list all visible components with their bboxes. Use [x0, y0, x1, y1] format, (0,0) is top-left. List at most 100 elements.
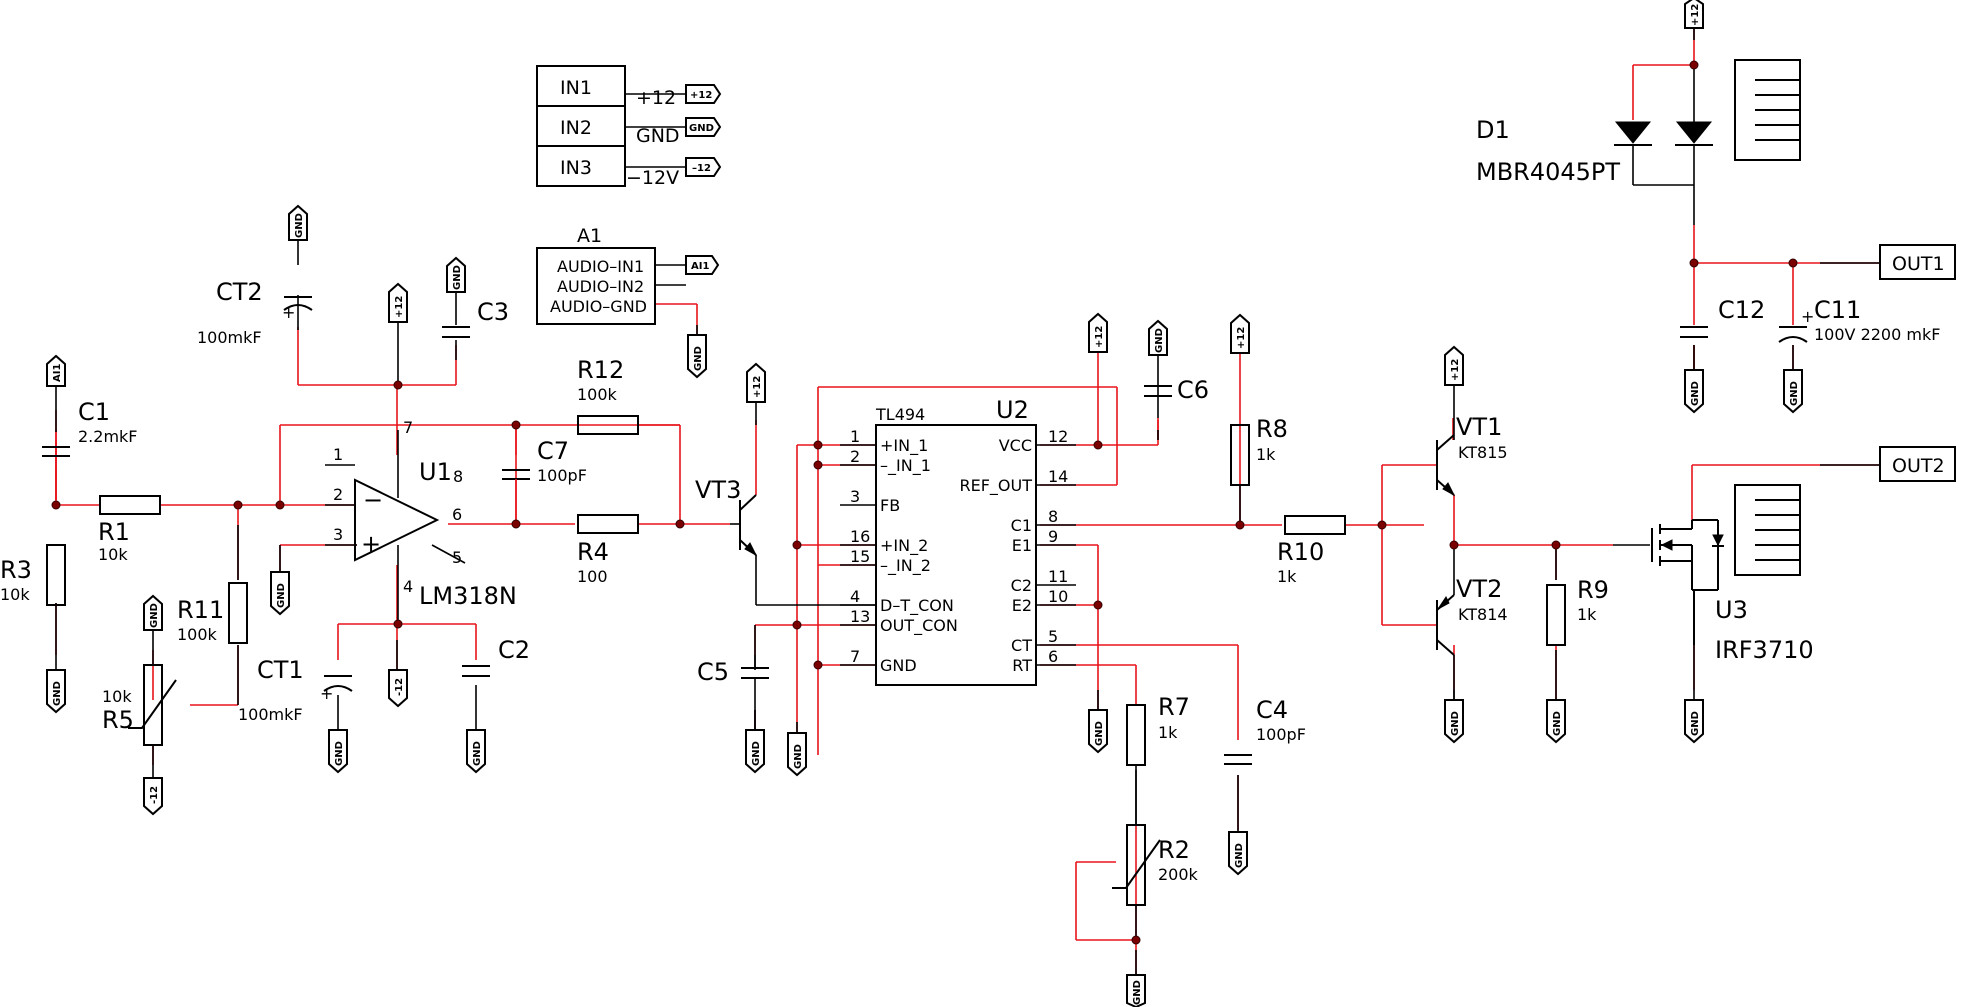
svg-text:8: 8 — [453, 467, 463, 486]
u2-pin-number: 15 — [850, 547, 870, 566]
svg-text:+: + — [361, 530, 381, 558]
flag-ai1: AI1 — [685, 255, 720, 275]
svg-text:100pF: 100pF — [1256, 725, 1306, 744]
svg-text:R12: R12 — [577, 356, 624, 384]
svg-text:C7: C7 — [537, 437, 569, 465]
out2-port: OUT2 — [1879, 446, 1956, 482]
junction-dot — [511, 519, 521, 529]
svg-text:+12: +12 — [1690, 4, 1701, 26]
flag-gnd: GND — [1228, 831, 1248, 876]
flag-vneg: -12 — [143, 777, 163, 816]
flag-gnd: GND — [1126, 974, 1146, 1007]
svg-text:+: + — [320, 684, 333, 703]
svg-text:100V 2200 mkF: 100V 2200 mkF — [1814, 325, 1940, 344]
junction-dot — [393, 380, 403, 390]
svg-text:+12: +12 — [394, 296, 405, 318]
power-flags: GND AI1 GND GND +12 -12 GND GND GND GND … — [46, 0, 1803, 1007]
svg-text:MBR4045PT: MBR4045PT — [1476, 158, 1620, 186]
audio-in2-label: AUDIO–IN2 — [557, 277, 644, 296]
svg-text:10k: 10k — [0, 585, 30, 604]
flag-vpos: +12 — [388, 282, 408, 323]
svg-text:R9: R9 — [1577, 576, 1609, 604]
flag-gnd: GND — [1088, 709, 1108, 754]
flag-gnd: GND — [685, 117, 722, 137]
r11-resistor: R11 100k — [177, 582, 248, 644]
u2-pin-name: E2 — [1012, 596, 1032, 615]
svg-text:1k: 1k — [1158, 723, 1178, 742]
u2-pin-name: –_IN_1 — [880, 456, 931, 476]
junction-dot — [1131, 935, 1141, 945]
c4-capacitor: C4 100pF — [1224, 696, 1306, 765]
u2-pin-number: 6 — [1048, 647, 1058, 666]
svg-text:R1: R1 — [98, 518, 130, 546]
flag-gnd: GND — [1444, 699, 1464, 744]
svg-text:+12: +12 — [1094, 326, 1105, 348]
junction-dot — [1093, 440, 1103, 450]
svg-text:OUT2: OUT2 — [1892, 455, 1945, 477]
svg-text:VT1: VT1 — [1456, 413, 1502, 441]
junction-dot — [813, 440, 823, 450]
svg-text:GND: GND — [1132, 980, 1143, 1005]
r1-resistor: R1 10k — [98, 495, 161, 564]
svg-text:AI1: AI1 — [691, 261, 709, 272]
svg-text:GND: GND — [1789, 381, 1800, 406]
vt3-transistor: VT3 — [695, 476, 876, 606]
in1-label: IN1 — [560, 77, 592, 99]
u2-pin-name: CT — [1011, 636, 1032, 655]
flag-gnd: GND — [687, 334, 707, 379]
svg-text:LM318N: LM318N — [419, 582, 517, 610]
net-gnd-label: GND — [636, 125, 680, 147]
svg-text:C6: C6 — [1177, 376, 1209, 404]
junction-dot — [275, 500, 285, 510]
r12-resistor: R12 100k — [577, 356, 639, 435]
flag-gnd: GND — [1148, 319, 1168, 356]
flag-vneg: -12 — [388, 669, 408, 708]
svg-text:5: 5 — [452, 548, 462, 567]
svg-text:C11: C11 — [1814, 296, 1861, 324]
flag-vpos: +12 — [1684, 0, 1704, 29]
junction-dot — [393, 619, 403, 629]
svg-text:100k: 100k — [577, 385, 618, 404]
junction-dot — [792, 540, 802, 550]
u2-pin-name: C2 — [1011, 576, 1032, 595]
svg-text:1: 1 — [333, 445, 343, 464]
junction-dot — [813, 660, 823, 670]
u2-pin-name: +IN_1 — [880, 436, 928, 456]
u2-pin-name: REF_OUT — [959, 476, 1032, 496]
u2-pin-number: 10 — [1048, 587, 1068, 606]
junction-dot — [1689, 258, 1699, 268]
svg-text:200k: 200k — [1158, 865, 1199, 884]
svg-text:R4: R4 — [577, 538, 609, 566]
flag-gnd: GND — [787, 732, 807, 777]
svg-text:GND: GND — [1552, 711, 1563, 736]
svg-text:2.2mkF: 2.2mkF — [78, 427, 138, 446]
svg-text:R2: R2 — [1158, 836, 1190, 864]
out1-port: OUT1 — [1879, 244, 1956, 280]
svg-text:R10: R10 — [1277, 538, 1324, 566]
flag-ai1: AI1 — [46, 354, 66, 387]
svg-text:GND: GND — [452, 265, 463, 290]
junction-dot — [51, 500, 61, 510]
flag-gnd: GND — [270, 571, 290, 616]
u2-pin-name: D–T_CON — [880, 596, 954, 616]
svg-text:+12: +12 — [1450, 359, 1461, 381]
junction-dot — [1377, 520, 1387, 530]
u2-pin-number: 8 — [1048, 507, 1058, 526]
junction-dot — [233, 500, 243, 510]
u2-pin-number: 14 — [1048, 467, 1068, 486]
junction-dot — [792, 620, 802, 630]
net-pos-label: +12 — [636, 87, 676, 109]
svg-text:C5: C5 — [697, 658, 729, 686]
svg-text:+: + — [282, 303, 295, 322]
junction-dot — [675, 519, 685, 529]
c5-capacitor: C5 — [697, 625, 769, 730]
svg-text:7: 7 — [403, 418, 413, 437]
r3-resistor: R3 10k — [0, 544, 66, 606]
junction-dot — [1449, 540, 1459, 550]
u2-pin-number: 13 — [850, 607, 870, 626]
u2-pin-number: 16 — [850, 527, 870, 546]
svg-text:1k: 1k — [1277, 567, 1297, 586]
junction-dot — [1689, 60, 1699, 70]
svg-text:R7: R7 — [1158, 693, 1190, 721]
junction-dot — [813, 460, 823, 470]
